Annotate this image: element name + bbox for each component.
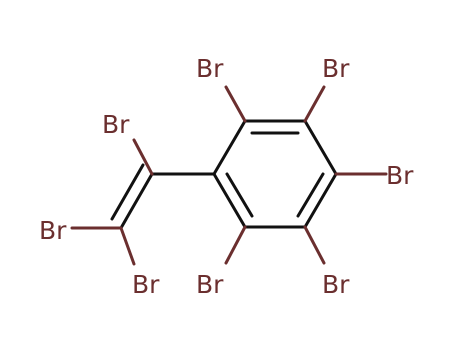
br-ring-bottom-left-label: Br <box>196 270 224 299</box>
vinyl-double-bond-outer <box>119 172 154 230</box>
bond-br-vinyl-bottom <box>119 226 136 266</box>
vinyl-double-bond-inner <box>110 163 145 221</box>
bond-br-ring-top-left <box>224 85 247 123</box>
bond-br-ring-bottom-left <box>224 225 247 265</box>
bond-br-vinyl-top <box>132 138 154 176</box>
br-vinyl-left-label: Br <box>39 216 67 245</box>
br-ring-top-left-label: Br <box>196 54 224 83</box>
ring-bond-bottom-right <box>303 172 338 229</box>
ring-bond-bottom-left <box>212 172 247 229</box>
ring-bond-top-right <box>303 119 338 176</box>
ring-bond-bottom-left-inner <box>225 172 254 218</box>
ring-bond-bottom-right-inner <box>296 172 325 218</box>
br-ring-right-label: Br <box>386 161 414 190</box>
bond-br-ring-bottom-right <box>303 225 326 265</box>
bond-br-ring-top-right <box>303 85 326 123</box>
br-ring-top-right-label: Br <box>322 54 350 83</box>
br-vinyl-bottom-label: Br <box>132 270 160 299</box>
br-ring-bottom-right-label: Br <box>322 270 350 299</box>
br-vinyl-top-label: Br <box>102 110 130 139</box>
ring-bond-top-left <box>212 119 247 176</box>
